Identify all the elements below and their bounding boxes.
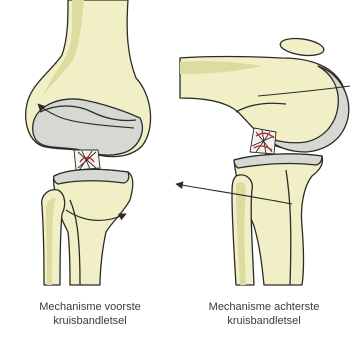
caption-anterior-line2: kruisbandletsel: [10, 314, 170, 328]
right-knee-side-view: [180, 36, 349, 285]
right-cruciate-ligaments: [250, 128, 276, 154]
caption-anterior-line1: Mechanisme voorste: [10, 300, 170, 314]
left-knee-front-view: [26, 0, 151, 285]
caption-posterior-mechanism: Mechanisme achterste kruisbandletsel: [180, 300, 348, 328]
right-patella: [279, 36, 325, 58]
left-cruciate-ligaments: [74, 150, 100, 170]
caption-posterior-line1: Mechanisme achterste: [180, 300, 348, 314]
caption-posterior-line2: kruisbandletsel: [180, 314, 348, 328]
left-tibia: [54, 169, 133, 285]
caption-anterior-mechanism: Mechanisme voorste kruisbandletsel: [10, 300, 170, 328]
